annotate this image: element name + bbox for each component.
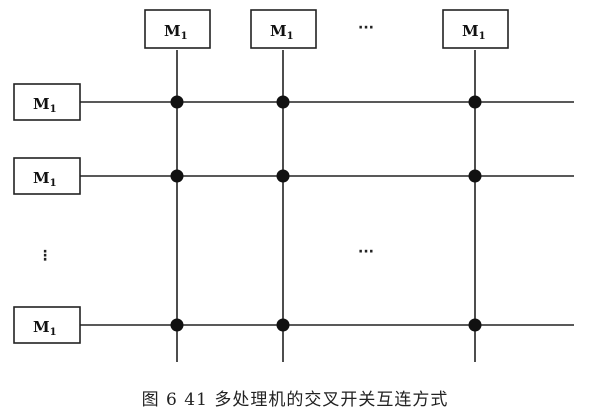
left-module-2-label: M <box>33 169 50 187</box>
top-module-3-label: M <box>462 22 479 40</box>
switch-node <box>170 95 184 109</box>
left-module-2-subscript: 1 <box>50 178 57 189</box>
left-module-1-subscript: 1 <box>50 104 57 115</box>
switch-node <box>468 95 482 109</box>
svg-text:M1: M1 <box>33 318 57 338</box>
switch-node <box>170 169 184 183</box>
top-module-1-subscript: 1 <box>181 31 188 42</box>
left-module-3: M1 <box>13 306 81 344</box>
left-module-3-label: M <box>33 318 50 336</box>
top-module-2-subscript: 1 <box>287 31 294 42</box>
switch-node <box>468 169 482 183</box>
svg-text:M1: M1 <box>33 95 57 115</box>
left-module-3-subscript: 1 <box>50 327 57 338</box>
left-module-2: M1 <box>13 157 81 195</box>
svg-text:M1: M1 <box>33 169 57 189</box>
top-module-1: M1 <box>144 9 211 49</box>
switch-node <box>468 318 482 332</box>
top-module-2-label: M <box>270 22 287 40</box>
top-module-1-label: M <box>164 22 181 40</box>
center-ellipsis: ··· <box>358 244 374 260</box>
top-module-3-subscript: 1 <box>479 31 486 42</box>
crossbar-diagram: M1 M1 M1 ··· M1 M1 M1 ⋮ ··· <box>13 9 574 362</box>
switch-node <box>276 318 290 332</box>
top-module-2: M1 <box>250 9 317 49</box>
switch-node <box>276 169 290 183</box>
svg-text:M1: M1 <box>164 22 188 42</box>
left-module-1-label: M <box>33 95 50 113</box>
svg-text:M1: M1 <box>462 22 486 42</box>
top-ellipsis: ··· <box>358 20 374 36</box>
figure-caption: 图 6 41 多处理机的交叉开关互连方式 <box>141 390 449 410</box>
switch-node <box>276 95 290 109</box>
left-module-1: M1 <box>13 83 81 121</box>
svg-text:M1: M1 <box>270 22 294 42</box>
left-vertical-ellipsis: ⋮ <box>38 248 52 264</box>
switch-node <box>170 318 184 332</box>
top-module-3: M1 <box>442 9 509 49</box>
